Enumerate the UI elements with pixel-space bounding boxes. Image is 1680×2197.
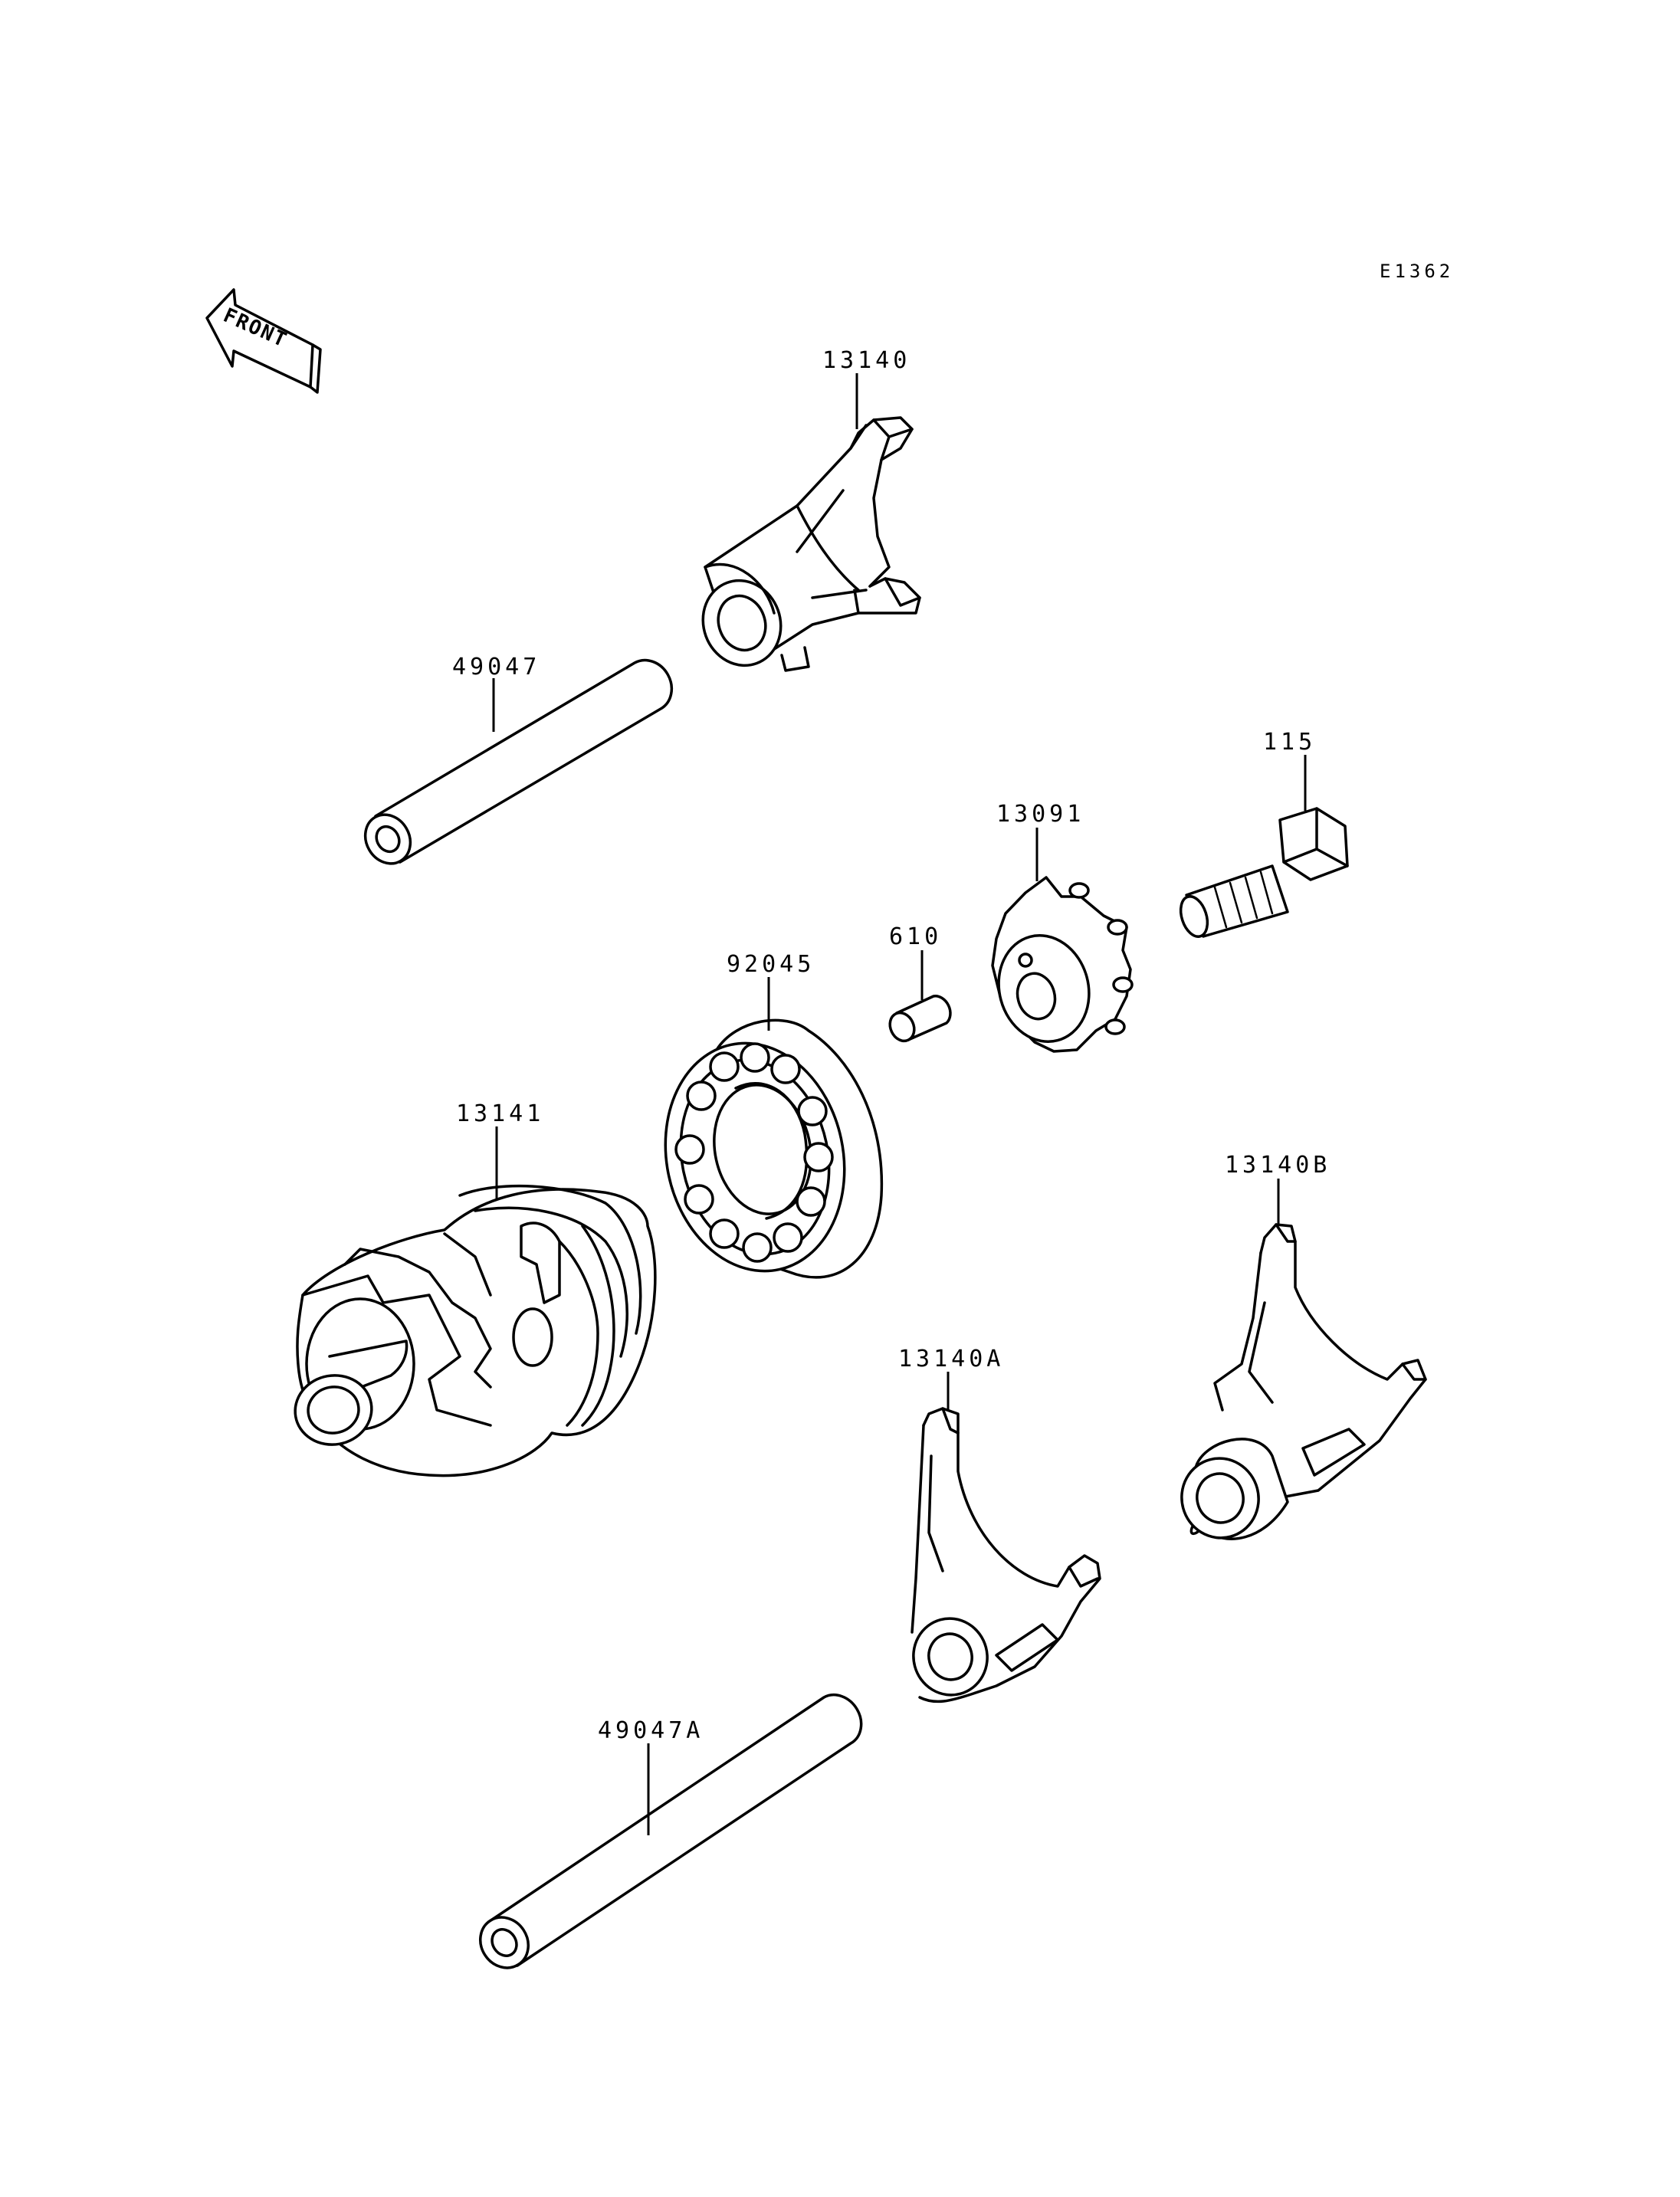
pin-plate-13091 xyxy=(991,876,1134,1053)
label-13140A: 13140A xyxy=(898,1346,1004,1372)
diagram-id: E1362 xyxy=(1380,261,1454,282)
shift-rod-49047 xyxy=(363,658,674,865)
ball-bearing-92045 xyxy=(664,1018,884,1279)
label-49047: 49047 xyxy=(452,654,540,680)
label-13140: 13140 xyxy=(822,347,911,374)
dowel-pin-610 xyxy=(888,995,952,1043)
label-92045: 92045 xyxy=(727,951,815,978)
bolt-115 xyxy=(1179,807,1349,938)
label-13141: 13141 xyxy=(456,1100,544,1127)
label-610: 610 xyxy=(889,923,942,950)
front-arrow-icon: FRONT xyxy=(205,288,322,394)
shift-fork-13140B xyxy=(1180,1223,1427,1540)
shift-rod-49047A xyxy=(479,1694,863,1969)
bearing-balls xyxy=(674,1042,834,1263)
shift-fork-13140 xyxy=(701,416,921,672)
shift-fork-13140A xyxy=(911,1407,1101,1703)
label-13091: 13091 xyxy=(996,801,1084,828)
shift-drum-13141 xyxy=(294,1184,657,1477)
label-13140B: 13140B xyxy=(1225,1152,1331,1179)
label-49047A: 49047A xyxy=(598,1717,704,1744)
label-115: 115 xyxy=(1263,729,1316,756)
